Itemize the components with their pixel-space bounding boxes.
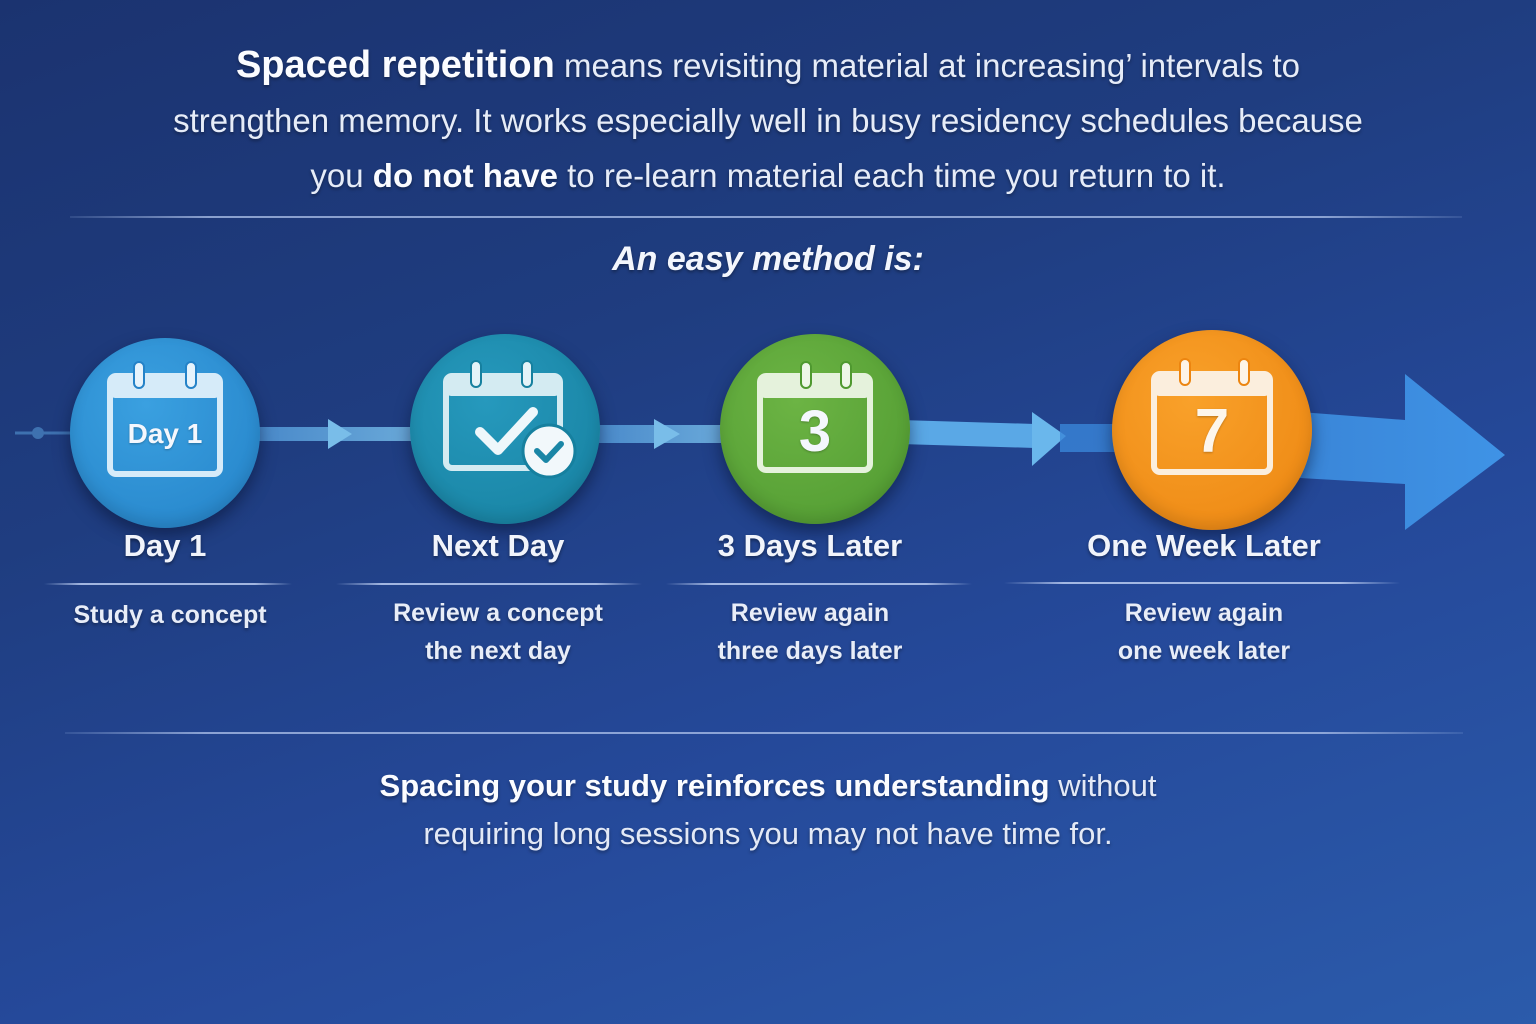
arrow-segment-1 <box>250 427 420 441</box>
arrow-head-1-icon <box>328 419 352 449</box>
step-icon-one-week: 7 <box>1112 330 1312 530</box>
intro-emphasis: do not have <box>372 157 558 194</box>
arrow-head-2-icon <box>654 419 680 449</box>
calendar-check-icon <box>443 360 577 479</box>
intro-line-1: Spaced repetition means revisiting mater… <box>235 44 1301 86</box>
method-heading: An easy method is: <box>612 240 924 278</box>
step-rule-4 <box>1004 582 1400 584</box>
intro-line-3: you do not have to re-learn material eac… <box>310 157 1226 194</box>
summary-emphasis: Spacing your study reinforces understand… <box>379 768 1050 803</box>
calendar-7-text: 7 <box>1194 397 1230 466</box>
step-title-one-week: One Week Later <box>1087 528 1321 563</box>
step-icon-day1: Day 1 <box>70 338 260 528</box>
start-dot-icon <box>32 427 44 439</box>
calendar-day1-text: Day 1 <box>127 418 203 449</box>
step-rule-1 <box>44 583 292 585</box>
summary-paragraph: Spacing your study reinforces understand… <box>0 762 1536 858</box>
step-icon-next-day <box>410 334 600 524</box>
step-rule-2 <box>336 583 642 585</box>
intro-term: Spaced repetition <box>235 44 555 86</box>
step-desc-next-day: Review a concept the next day <box>393 599 603 665</box>
calendar-3-icon <box>757 361 873 473</box>
calendar-day1-icon <box>107 361 223 477</box>
step-title-3-days: 3 Days Later <box>717 528 903 563</box>
arrow-segment-3 <box>900 420 1035 448</box>
step-desc-day1: Study a concept <box>73 601 267 629</box>
step-title-next-day: Next Day <box>431 528 565 563</box>
summary-line-2: requiring long sessions you may not have… <box>423 816 1113 851</box>
step-desc-one-week: Review again one week later <box>1117 599 1291 665</box>
big-arrow-icon <box>1300 374 1505 530</box>
bottom-divider <box>65 732 1463 734</box>
step-title-day1: Day 1 <box>123 528 207 563</box>
summary-line-1: Spacing your study reinforces understand… <box>379 768 1157 803</box>
calendar-7-icon <box>1151 358 1273 475</box>
step-icon-3-days: 3 <box>720 334 910 524</box>
intro-line-2: strengthen memory. It works especially w… <box>173 102 1363 139</box>
calendar-3-text: 3 <box>798 399 832 464</box>
intro-paragraph: Spaced repetition means revisiting mater… <box>100 38 1436 203</box>
arrow-head-3-icon <box>1032 412 1066 466</box>
top-divider <box>70 216 1462 218</box>
step-desc-3-days: Review again three days later <box>717 599 903 665</box>
arrow-segment-2 <box>590 425 730 443</box>
step-rule-3 <box>666 583 972 585</box>
